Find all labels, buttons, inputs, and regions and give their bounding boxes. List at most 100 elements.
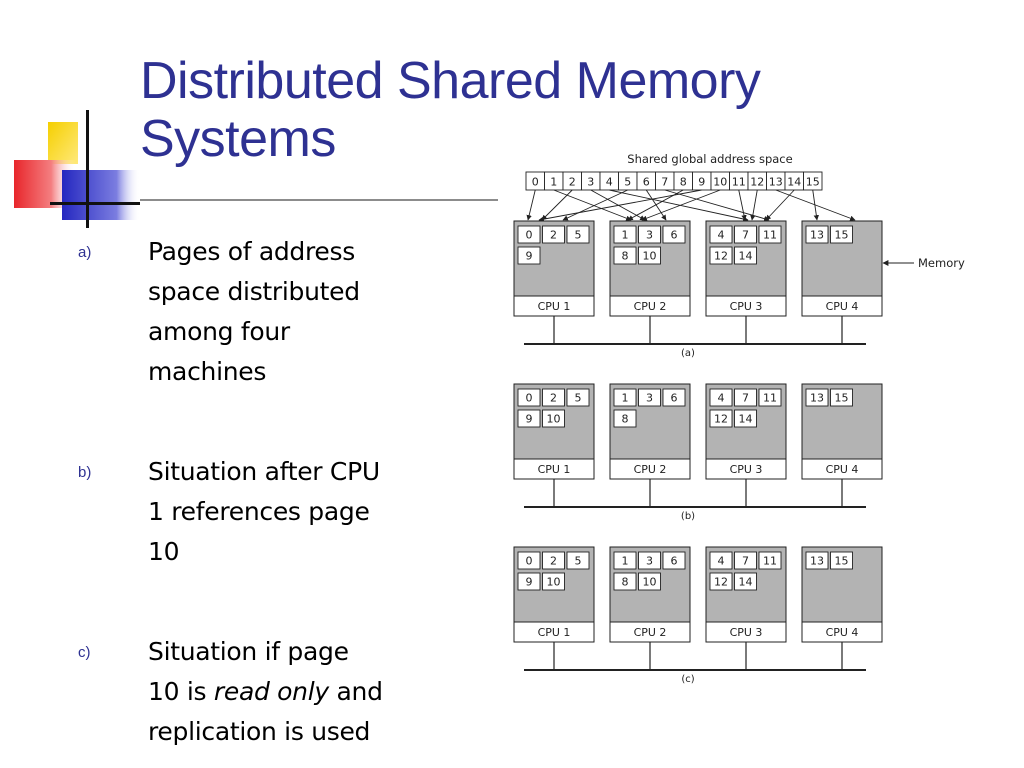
cpu-label: CPU 3 (730, 300, 763, 313)
memory-page-label: 1 (622, 392, 629, 405)
page-mapping-arrow (590, 189, 646, 221)
slide-title: Distributed Shared Memory Systems (140, 52, 840, 168)
page-mapping-arrow (538, 189, 702, 222)
page-mapping-arrow (750, 189, 758, 221)
bullet-c-line-2a: 10 is (148, 677, 214, 706)
memory-page-label: 11 (763, 555, 777, 568)
memory-page-box (734, 225, 757, 244)
memory-page-label: 0 (526, 392, 533, 405)
page-mapping-arrow (775, 189, 856, 221)
memory-page-box (638, 246, 661, 265)
bullet-b-line-3: 10 (148, 537, 180, 566)
address-space-label: Shared global address space (627, 152, 792, 166)
page-mapping-arrow (541, 189, 573, 221)
title-line-2: Systems (140, 110, 336, 168)
panel-caption: (b) (681, 511, 695, 522)
memory-page-label: 6 (671, 229, 678, 242)
memory-page-box (709, 246, 733, 265)
bullet-b-text: Situation after CPU 1 references page 10 (148, 452, 448, 572)
bullet-a-text: Pages of address space distributed among… (148, 232, 448, 392)
memory-page-box (758, 388, 782, 407)
memory-page-label: 3 (646, 229, 653, 242)
memory-page-label: 8 (622, 576, 629, 589)
memory-page-box (734, 246, 757, 265)
address-page-label: 0 (532, 176, 539, 189)
address-page-label: 7 (661, 176, 668, 189)
memory-page-box (517, 388, 541, 407)
memory-page-box (613, 551, 637, 570)
page-mapping-arrow (765, 189, 795, 221)
bullet-a-line-1: Pages of address (148, 237, 355, 266)
page-mapping-arrow (609, 189, 749, 222)
memory-page-label: 7 (742, 392, 749, 405)
memory-page-box (542, 409, 565, 428)
memory-page-label: 4 (718, 555, 725, 568)
page-mapping-arrow (641, 189, 721, 221)
bullet-a-line-3: among four (148, 317, 290, 346)
panel-caption: (c) (681, 674, 694, 685)
memory-page-box (662, 225, 686, 244)
address-page-label: 6 (643, 176, 650, 189)
memory-page-box (709, 551, 733, 570)
bullet-a-marker: a) (78, 244, 92, 261)
memory-page-box (734, 409, 757, 428)
memory-page-box (613, 409, 637, 428)
panel-caption: (a) (681, 348, 695, 359)
memory-page-label: 8 (622, 250, 629, 263)
cpu-label: CPU 1 (538, 463, 571, 476)
cpu-label: CPU 3 (730, 463, 763, 476)
bullet-b-line-2: 1 references page (148, 497, 370, 526)
memory-page-label: 4 (718, 392, 725, 405)
memory-page-label: 6 (671, 392, 678, 405)
memory-page-label: 3 (646, 392, 653, 405)
bullet-c-line-1: Situation if page (148, 637, 349, 666)
deco-horizontal-line (50, 202, 140, 205)
address-page-label: 5 (624, 176, 631, 189)
memory-page-label: 9 (526, 413, 533, 426)
deco-yellow-square (48, 122, 78, 164)
memory-page-box (830, 225, 853, 244)
memory-page-box (566, 225, 590, 244)
memory-page-label: 8 (622, 413, 629, 426)
memory-page-box (709, 388, 733, 407)
memory-page-label: 13 (810, 392, 824, 405)
memory-page-label: 3 (646, 555, 653, 568)
bullet-c-marker: c) (78, 644, 91, 661)
memory-page-box (638, 388, 661, 407)
memory-page-label: 7 (742, 555, 749, 568)
memory-page-label: 14 (739, 250, 753, 263)
address-page-label: 4 (606, 176, 613, 189)
memory-page-box (542, 225, 565, 244)
memory-page-box (566, 551, 590, 570)
memory-page-label: 12 (714, 250, 728, 263)
memory-page-box (805, 551, 829, 570)
memory-page-label: 10 (643, 250, 657, 263)
memory-page-box (830, 551, 853, 570)
memory-page-box (734, 572, 757, 591)
memory-page-label: 14 (739, 576, 753, 589)
memory-page-box (734, 388, 757, 407)
memory-page-label: 1 (622, 555, 629, 568)
cpu-label: CPU 3 (730, 626, 763, 639)
memory-page-label: 15 (835, 392, 849, 405)
memory-page-box (638, 572, 661, 591)
page-mapping-arrow (812, 189, 819, 221)
page-mapping-arrow (526, 189, 536, 221)
bullet-b-line-1: Situation after CPU (148, 457, 380, 486)
memory-page-box (613, 246, 637, 265)
memory-page-box (613, 572, 637, 591)
title-line-1: Distributed Shared Memory (140, 52, 761, 110)
address-page-label: 3 (587, 176, 594, 189)
address-page-label: 11 (732, 176, 746, 189)
memory-page-label: 10 (547, 413, 561, 426)
page-mapping-arrow (562, 189, 628, 221)
address-page-label: 2 (569, 176, 576, 189)
memory-page-box (662, 388, 686, 407)
address-page-label: 8 (680, 176, 687, 189)
bullet-list: a) Pages of address space distributed am… (0, 0, 383, 746)
memory-page-label: 7 (742, 229, 749, 242)
bullet-c-italic: read only (213, 677, 329, 706)
address-page-label: 12 (750, 176, 764, 189)
address-page-label: 13 (769, 176, 783, 189)
